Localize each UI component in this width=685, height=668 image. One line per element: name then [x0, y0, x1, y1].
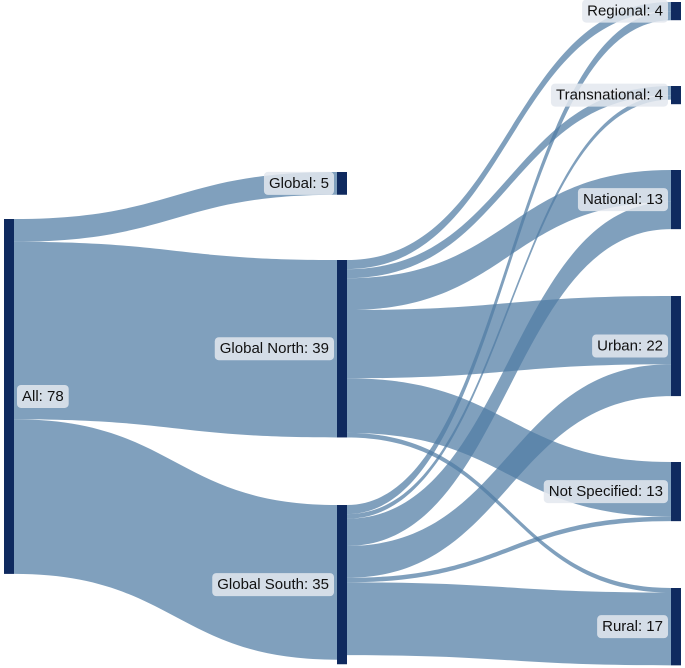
node-label-regional: Regional: 4	[582, 0, 668, 23]
links-layer	[14, 2, 671, 666]
node-label-national: National: 13	[577, 188, 668, 212]
labels-layer: All: 78 Global: 5 Global North: 39 Global S…	[17, 0, 668, 639]
link-all-to-global	[14, 172, 337, 242]
node-label-all: All: 78	[17, 384, 69, 408]
node-national	[671, 170, 681, 230]
node-rural	[671, 588, 681, 666]
node-label-text: National: 13	[583, 191, 663, 208]
node-label-south: Global South: 35	[212, 573, 334, 597]
link-south-to-regional	[347, 11, 671, 515]
node-label-text: Rural: 17	[602, 618, 663, 635]
node-label-global: Global: 5	[263, 171, 334, 195]
node-label-notspec: Not Specified: 13	[543, 480, 668, 504]
node-label-text: Global North: 39	[220, 340, 329, 357]
node-label-transnational: Transnational: 4	[550, 83, 668, 107]
link-south-to-notspec	[347, 516, 671, 583]
node-label-text: Global: 5	[269, 175, 329, 192]
node-label-text: Transnational: 4	[556, 87, 663, 104]
link-south-to-urban	[347, 364, 671, 578]
node-label-background	[214, 337, 334, 361]
link-south-to-rural	[347, 582, 671, 666]
node-label-text: Regional: 4	[587, 3, 663, 20]
link-south-to-transnational	[347, 95, 671, 519]
node-south	[337, 505, 347, 665]
link-north-to-urban	[347, 296, 671, 379]
node-regional	[671, 2, 681, 21]
node-label-background	[543, 480, 668, 504]
node-label-background	[263, 171, 334, 195]
node-transnational	[671, 86, 681, 105]
node-label-text: All: 78	[22, 388, 64, 405]
link-south-to-national	[347, 201, 671, 546]
node-label-text: Urban: 22	[597, 338, 663, 355]
node-label-background	[550, 83, 668, 107]
link-north-to-rural	[347, 432, 671, 593]
node-label-background	[597, 615, 668, 639]
node-label-text: Global South: 35	[217, 576, 329, 593]
node-north	[337, 260, 347, 438]
node-label-background	[592, 334, 668, 358]
node-label-background	[577, 188, 668, 212]
node-notspec	[671, 462, 681, 522]
node-label-background	[17, 384, 69, 408]
link-all-to-south	[14, 419, 337, 660]
node-label-text: Not Specified: 13	[549, 483, 663, 500]
node-all	[4, 219, 14, 574]
node-label-north: Global North: 39	[214, 337, 334, 361]
node-urban	[671, 296, 681, 397]
link-north-to-regional	[347, 2, 671, 270]
link-all-to-north	[14, 241, 337, 438]
node-global	[337, 172, 347, 195]
link-north-to-transnational	[347, 86, 671, 279]
nodes-layer	[4, 2, 681, 666]
node-label-urban: Urban: 22	[592, 334, 668, 358]
node-label-rural: Rural: 17	[597, 615, 668, 639]
node-label-background	[212, 573, 334, 597]
node-label-background	[582, 0, 668, 23]
